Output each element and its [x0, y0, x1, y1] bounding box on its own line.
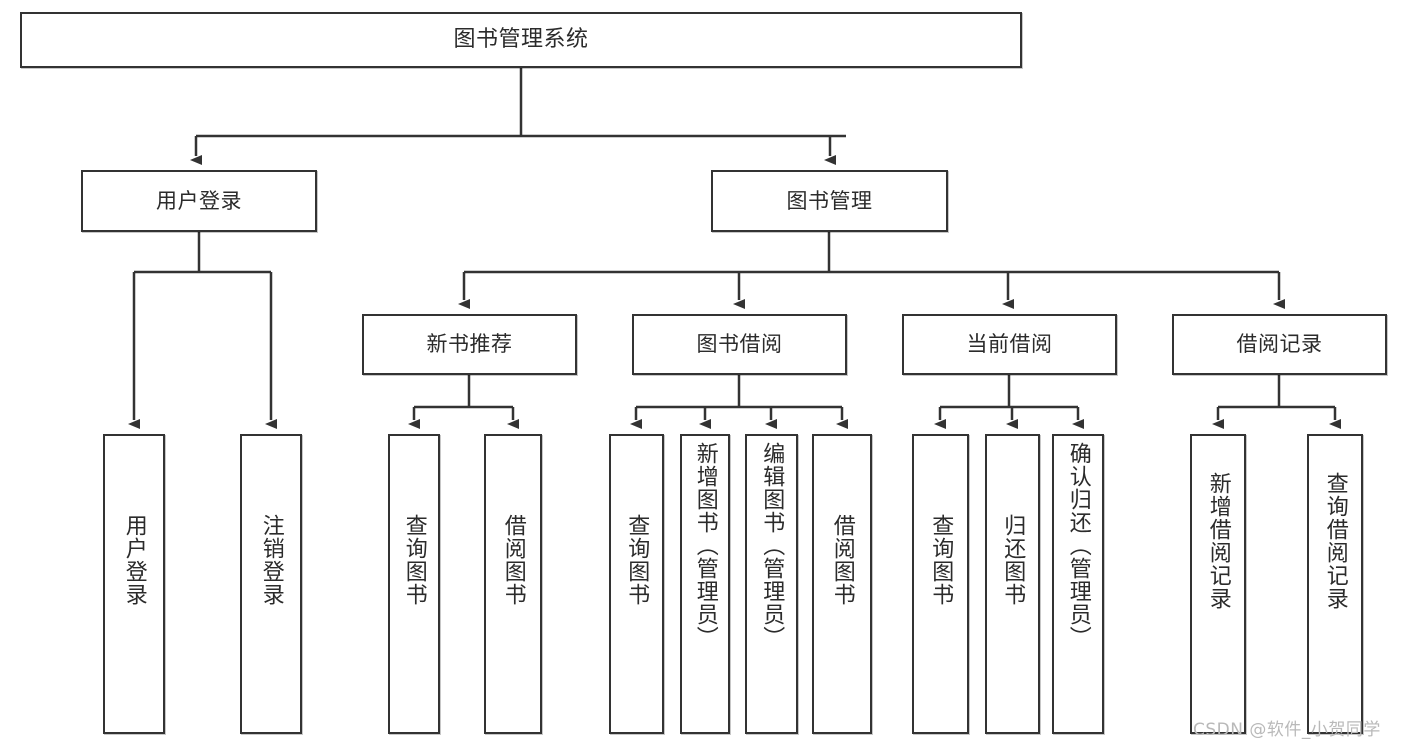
- node-leaf-confirm-return-admin[interactable]: 确认归还（管理员）: [1052, 434, 1104, 734]
- node-book-manage-label: 图书管理: [786, 188, 873, 213]
- node-new-book-recommend-label: 新书推荐: [426, 332, 513, 357]
- node-leaf-logout-login[interactable]: 注销登录: [240, 434, 302, 734]
- node-leaf-borrow-book-borrow[interactable]: 借阅图书: [812, 434, 872, 734]
- node-leaf-add-borrow-record-label: 新增借阅记录: [1205, 472, 1231, 610]
- node-leaf-query-book-recommend-label: 查询图书: [401, 514, 427, 606]
- node-leaf-query-book-recommend[interactable]: 查询图书: [388, 434, 440, 734]
- node-borrow-record[interactable]: 借阅记录: [1172, 314, 1387, 375]
- node-leaf-user-login-label: 用户登录: [121, 514, 147, 606]
- node-leaf-query-book-borrow[interactable]: 查询图书: [609, 434, 664, 734]
- node-leaf-edit-book-admin[interactable]: 编辑图书（管理员）: [745, 434, 798, 734]
- node-leaf-borrow-book-recommend-label: 借阅图书: [500, 514, 526, 606]
- node-leaf-add-book-admin[interactable]: 新增图书（管理员）: [680, 434, 730, 734]
- node-leaf-query-book-current[interactable]: 查询图书: [912, 434, 969, 734]
- csdn-watermark: CSDN @软件_小贺同学: [1193, 720, 1381, 740]
- node-user-login-label: 用户登录: [156, 188, 242, 213]
- node-current-borrow-label: 当前借阅: [966, 332, 1053, 357]
- node-leaf-borrow-book-borrow-label: 借阅图书: [829, 514, 855, 606]
- node-leaf-add-book-admin-label: 新增图书（管理员）: [692, 442, 718, 649]
- node-root[interactable]: 图书管理系统: [20, 12, 1022, 68]
- node-user-login[interactable]: 用户登录: [81, 170, 317, 232]
- node-leaf-logout-login-label: 注销登录: [258, 514, 284, 606]
- node-book-manage[interactable]: 图书管理: [711, 170, 948, 232]
- node-leaf-query-borrow-record[interactable]: 查询借阅记录: [1307, 434, 1363, 734]
- node-root-label: 图书管理系统: [453, 27, 589, 53]
- node-leaf-user-login[interactable]: 用户登录: [103, 434, 165, 734]
- node-leaf-borrow-book-recommend[interactable]: 借阅图书: [484, 434, 542, 734]
- node-leaf-edit-book-admin-label: 编辑图书（管理员）: [759, 442, 785, 649]
- node-new-book-recommend[interactable]: 新书推荐: [362, 314, 577, 375]
- node-leaf-confirm-return-admin-label: 确认归还（管理员）: [1065, 442, 1091, 649]
- node-leaf-query-book-current-label: 查询图书: [928, 514, 954, 606]
- node-leaf-query-book-borrow-label: 查询图书: [624, 514, 650, 606]
- node-book-borrow[interactable]: 图书借阅: [632, 314, 847, 375]
- node-leaf-add-borrow-record[interactable]: 新增借阅记录: [1190, 434, 1246, 734]
- node-leaf-return-book[interactable]: 归还图书: [985, 434, 1040, 734]
- node-borrow-record-label: 借阅记录: [1236, 332, 1323, 357]
- node-leaf-return-book-label: 归还图书: [1000, 514, 1026, 606]
- node-leaf-query-borrow-record-label: 查询借阅记录: [1322, 472, 1348, 610]
- node-book-borrow-label: 图书借阅: [696, 332, 783, 357]
- node-current-borrow[interactable]: 当前借阅: [902, 314, 1117, 375]
